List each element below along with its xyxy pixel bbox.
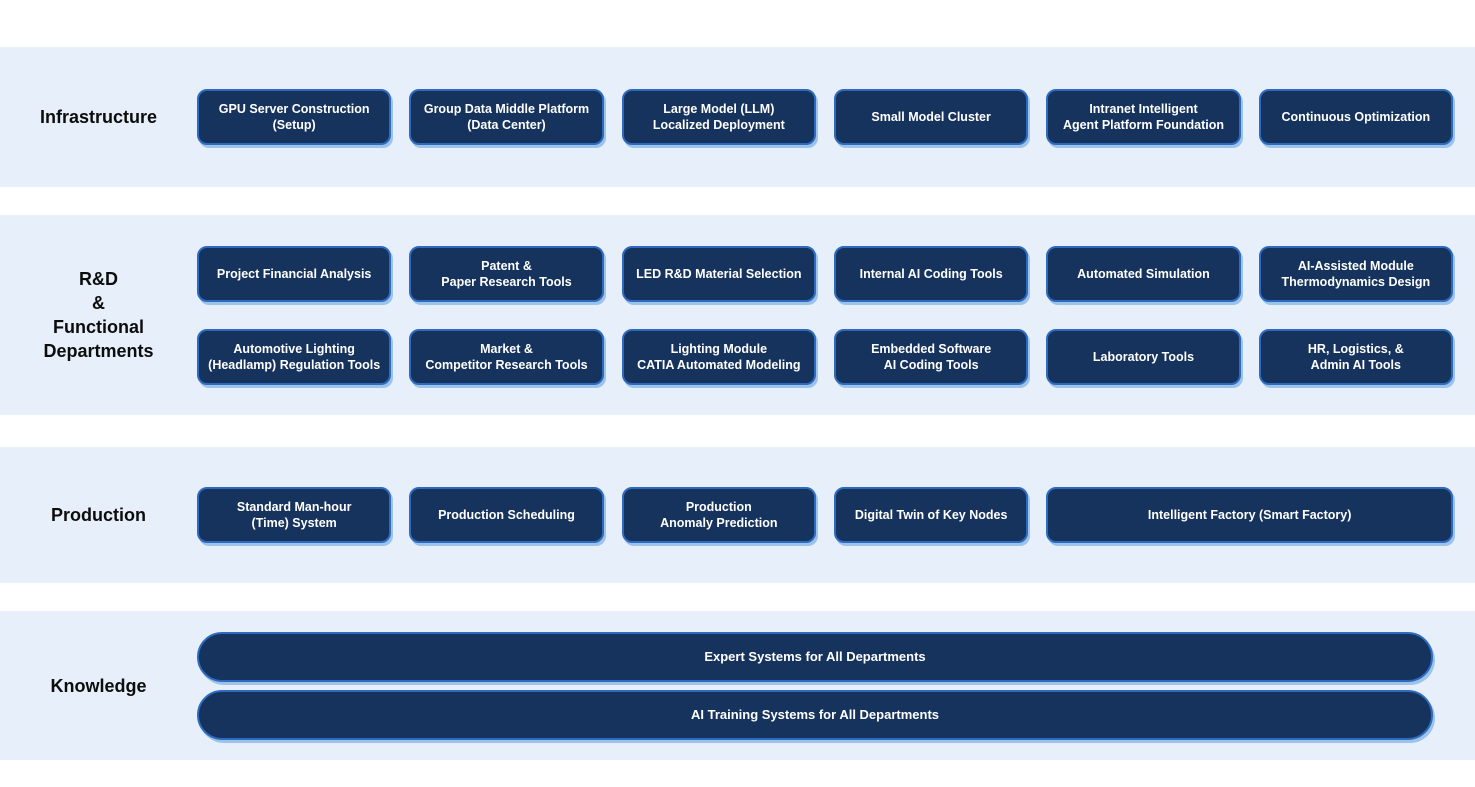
box-text-line: Embedded Software: [871, 341, 992, 356]
band-production: Production Standard Man-hour (Time) Syst…: [0, 447, 1475, 583]
box-text-line: Intelligent Factory (Smart Factory): [1147, 508, 1352, 522]
box-text-line: Intranet Intelligent: [1089, 102, 1198, 116]
box-text-line: Production: [685, 500, 752, 514]
pill-expert-systems: Expert Systems for All Departments: [197, 631, 1433, 682]
box-laboratory-tools: Laboratory Tools: [1046, 328, 1241, 385]
box-text-line: Standard Man-hour: [236, 500, 352, 514]
box-embedded-software-ai-coding-tools: Embedded Software AI Coding Tools: [833, 328, 1029, 385]
production-row: Standard Man-hour (Time) System Producti…: [197, 487, 1453, 543]
box-production-anomaly-prediction: Production Anomaly Prediction: [621, 487, 816, 543]
box-automotive-lighting-regulation-tools: Automotive Lighting (Headlamp) Regulatio…: [197, 328, 392, 385]
box-production-scheduling: Production Scheduling: [409, 487, 604, 543]
box-text-line: CATIA Automated Modeling: [637, 357, 801, 372]
box-text-line: AI-Assisted Module: [1297, 258, 1414, 273]
box-hr-logistics-admin-ai-tools: HR, Logistics, & Admin AI Tools: [1258, 328, 1453, 385]
box-text-line: (Data Center): [467, 118, 546, 132]
band-label-infrastructure: Infrastructure: [0, 47, 197, 187]
band-label-line: &: [92, 293, 105, 313]
box-intranet-intelligent-agent-platform-foundation: Intranet Intelligent Agent Platform Foun…: [1046, 89, 1241, 145]
box-intelligent-factory: Intelligent Factory (Smart Factory): [1046, 487, 1453, 543]
band-rd-functional-departments: R&D & Functional Departments Project Fin…: [0, 215, 1475, 415]
box-text-line: (Time) System: [251, 516, 337, 530]
box-text-line: Expert Systems for All Departments: [704, 648, 926, 664]
box-large-model-llm-localized-deployment: Large Model (LLM) Localized Deployment: [621, 89, 816, 145]
box-project-financial-analysis: Project Financial Analysis: [197, 245, 392, 302]
box-text-line: Competitor Research Tools: [425, 357, 588, 372]
box-text-line: Small Model Cluster: [871, 110, 991, 124]
band-label-line: Infrastructure: [39, 107, 158, 127]
box-digital-twin-of-key-nodes: Digital Twin of Key Nodes: [833, 487, 1029, 543]
box-text-line: AI Training Systems for All Departments: [690, 706, 940, 722]
box-text-line: GPU Server Construction: [218, 102, 370, 116]
box-text-line: Automated Simulation: [1077, 266, 1210, 281]
box-gpu-server-construction: GPU Server Construction (Setup): [197, 89, 392, 145]
rd-row-1: Project Financial Analysis Patent & Pape…: [197, 245, 1453, 302]
box-text-line: Market &: [480, 341, 533, 356]
box-standard-man-hour-system: Standard Man-hour (Time) System: [197, 487, 392, 543]
band-label-knowledge: Knowledge: [0, 611, 197, 760]
box-text-line: Internal AI Coding Tools: [859, 266, 1003, 281]
box-ai-assisted-module-thermodynamics-design: AI-Assisted Module Thermodynamics Design: [1258, 245, 1453, 302]
box-text-line: Localized Deployment: [652, 118, 785, 132]
band-infrastructure: Infrastructure GPU Server Construction (…: [0, 47, 1475, 187]
band-label-rd-functional-departments: R&D & Functional Departments: [0, 215, 197, 415]
band-label-line: Production: [51, 505, 146, 525]
band-label-line: Functional: [53, 317, 144, 337]
box-text-line: Large Model (LLM): [663, 102, 775, 116]
box-text-line: Production Scheduling: [438, 508, 575, 522]
band-content-rd: Project Financial Analysis Patent & Pape…: [197, 215, 1475, 415]
box-text-line: Agent Platform Foundation: [1062, 118, 1225, 132]
box-text-line: Paper Research Tools: [441, 274, 572, 289]
box-text-line: Thermodynamics Design: [1281, 274, 1431, 289]
band-content-infrastructure: GPU Server Construction (Setup) Group Da…: [197, 47, 1475, 187]
box-text-line: AI Coding Tools: [883, 357, 979, 372]
box-led-rd-material-selection: LED R&D Material Selection: [621, 245, 816, 302]
box-text-line: (Headlamp) Regulation Tools: [208, 357, 381, 372]
box-text-line: Group Data Middle Platform: [423, 102, 590, 116]
band-label-line: Departments: [43, 341, 154, 361]
box-text-line: (Setup): [272, 118, 316, 132]
box-internal-ai-coding-tools: Internal AI Coding Tools: [833, 245, 1029, 302]
pill-ai-training-systems: AI Training Systems for All Departments: [197, 689, 1433, 740]
box-patent-paper-research-tools: Patent & Paper Research Tools: [409, 245, 604, 302]
band-label-line: R&D: [79, 269, 118, 289]
box-text-line: Project Financial Analysis: [216, 266, 372, 281]
band-label-line: Knowledge: [50, 675, 147, 696]
box-text-line: Lighting Module: [670, 341, 768, 356]
box-text-line: Continuous Optimization: [1281, 110, 1431, 124]
band-label-production: Production: [0, 447, 197, 583]
box-continuous-optimization: Continuous Optimization: [1258, 89, 1453, 145]
infrastructure-row: GPU Server Construction (Setup) Group Da…: [197, 89, 1453, 145]
band-knowledge: Knowledge Expert Systems for All Departm…: [0, 611, 1475, 760]
box-automated-simulation: Automated Simulation: [1046, 245, 1241, 302]
rd-row-2: Automotive Lighting (Headlamp) Regulatio…: [197, 328, 1453, 385]
box-text-line: LED R&D Material Selection: [636, 266, 802, 281]
box-text-line: Patent &: [481, 258, 532, 273]
box-text-line: Automotive Lighting: [233, 341, 355, 356]
box-text-line: Laboratory Tools: [1092, 349, 1195, 364]
band-content-production: Standard Man-hour (Time) System Producti…: [197, 447, 1475, 583]
box-lighting-module-catia-automated-modeling: Lighting Module CATIA Automated Modeling: [621, 328, 816, 385]
box-text-line: HR, Logistics, &: [1307, 341, 1404, 356]
box-text-line: Admin AI Tools: [1310, 357, 1401, 372]
box-market-competitor-research-tools: Market & Competitor Research Tools: [409, 328, 604, 385]
box-small-model-cluster: Small Model Cluster: [833, 89, 1029, 145]
box-text-line: Anomaly Prediction: [660, 516, 778, 530]
box-group-data-middle-platform: Group Data Middle Platform (Data Center): [409, 89, 604, 145]
box-text-line: Digital Twin of Key Nodes: [854, 508, 1008, 522]
band-content-knowledge: Expert Systems for All Departments AI Tr…: [197, 611, 1475, 760]
